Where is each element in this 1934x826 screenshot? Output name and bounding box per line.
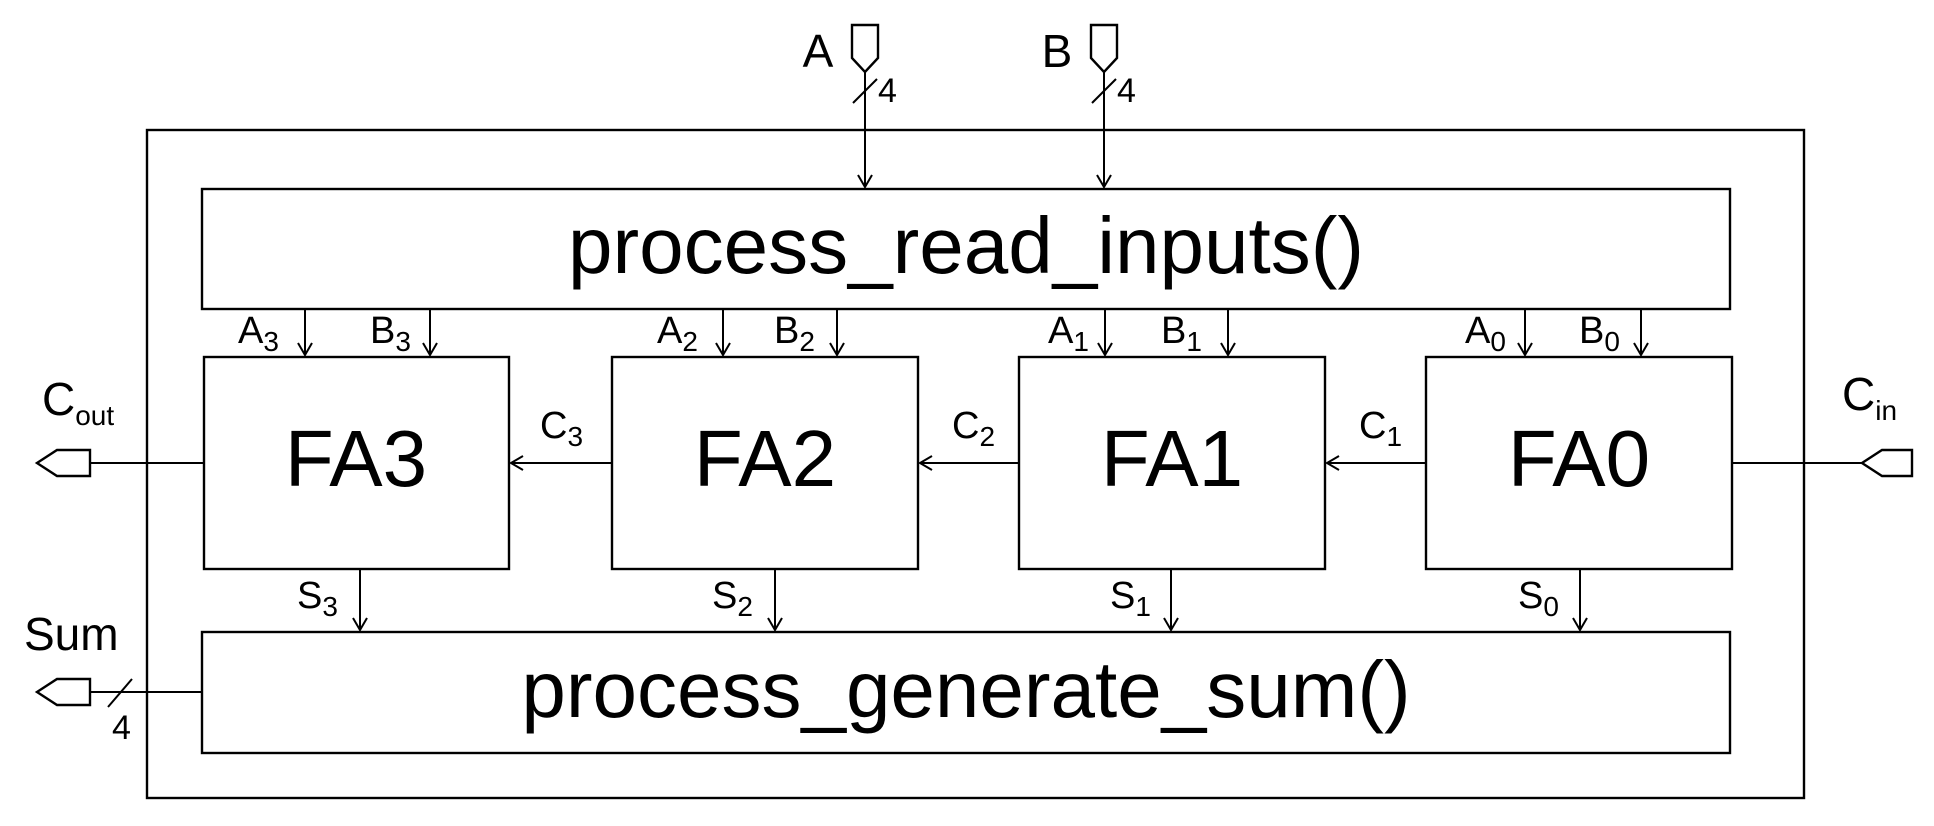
fa3-box <box>202 355 511 571</box>
input-port-cin-icon <box>1859 448 1914 478</box>
s1-label: S1 <box>1110 575 1151 622</box>
cout-label: Cout <box>42 373 114 431</box>
s0-label: S0 <box>1518 575 1559 622</box>
a1-label: A1 <box>1048 310 1089 357</box>
process-read-inputs-box <box>200 187 1732 311</box>
sum-bus-slash <box>107 678 133 708</box>
input-port-a-icon <box>850 23 880 74</box>
sum-label: Sum <box>24 608 119 660</box>
process-read-inputs-label: process_read_inputs() <box>568 201 1364 290</box>
cin-label: Cin <box>1842 368 1897 426</box>
fa0-label: FA0 <box>1508 414 1650 503</box>
process-generate-sum-label: process_generate_sum() <box>521 645 1410 734</box>
a3-label: A3 <box>238 310 279 357</box>
b2-label: B2 <box>774 310 815 357</box>
output-port-sum-icon <box>34 677 92 707</box>
carry-c1-label: C1 <box>1359 405 1402 452</box>
process-generate-sum-box <box>200 630 1732 755</box>
bus-b-slash <box>1091 78 1117 104</box>
fa2-label: FA2 <box>694 414 836 503</box>
output-port-cout-icon <box>34 448 92 478</box>
b1-label: B1 <box>1161 310 1202 357</box>
b3-label: B3 <box>370 310 411 357</box>
port-b-label: B <box>1042 25 1073 77</box>
fa1-box <box>1017 355 1327 571</box>
a2-label: A2 <box>657 310 698 357</box>
a0-label: A0 <box>1465 310 1506 357</box>
port-a-label: A <box>803 25 834 77</box>
s3-label: S3 <box>297 575 338 622</box>
bus-a-width: 4 <box>878 72 897 110</box>
fa1-label: FA1 <box>1101 414 1243 503</box>
bus-a-slash <box>852 78 878 104</box>
s2-label: S2 <box>712 575 753 622</box>
bus-b-width: 4 <box>1117 72 1136 110</box>
carry-c3-label: C3 <box>540 405 583 452</box>
fa2-box <box>610 355 920 571</box>
input-port-b-icon <box>1089 23 1119 74</box>
sum-bus-width: 4 <box>112 709 131 747</box>
b0-label: B0 <box>1579 310 1620 357</box>
carry-c2-label: C2 <box>952 405 995 452</box>
fa3-label: FA3 <box>285 414 427 503</box>
